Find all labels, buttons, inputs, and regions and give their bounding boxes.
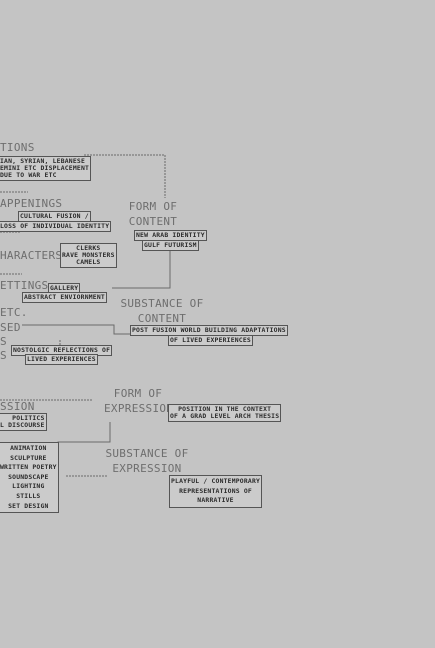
heading-haracters: HARACTERS <box>0 249 63 262</box>
box-abstract-environment: ABSTRACT ENVIORNMENT <box>22 292 107 303</box>
heading-s: S <box>0 335 7 348</box>
connector <box>57 422 111 462</box>
box-nostalgic-2: LIVED EXPERIENCES <box>25 354 98 365</box>
box-gulf-futurism: GULF FUTURISM <box>142 240 199 251</box>
box-loss-identity: LOSS OF INDIVIDUAL IDENTITY <box>0 221 112 232</box>
connector <box>112 250 171 289</box>
heading-appenings: APPENINGS <box>0 197 63 210</box>
box-lived-experiences: OF LIVED EXPERIENCES <box>168 335 253 346</box>
heading-etc: ETC. <box>0 306 28 319</box>
heading-ssion: SSION <box>0 400 35 413</box>
heading-s: S <box>0 349 7 362</box>
heading-ettings: ETTINGS <box>0 279 49 292</box>
connector <box>22 324 130 335</box>
heading-tions: TIONS <box>0 141 35 154</box>
connector <box>84 154 166 198</box>
heading-sed: SED <box>0 321 21 334</box>
